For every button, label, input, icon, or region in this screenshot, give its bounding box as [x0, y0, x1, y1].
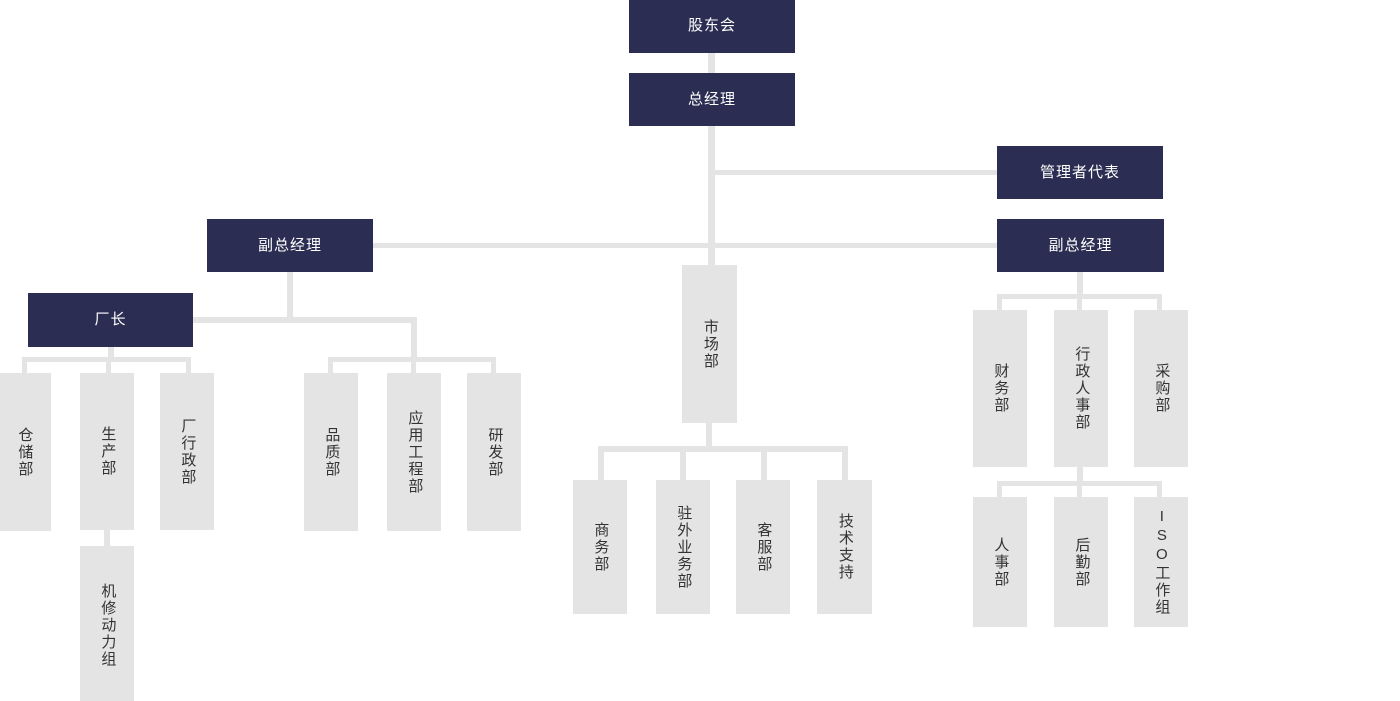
node-admin-hr-label: 行政人事部 — [1073, 346, 1091, 431]
connector-right-stub-adminhr — [1077, 294, 1082, 311]
connector-marketing-stub-service — [761, 446, 767, 480]
connector-gm-trunk — [708, 126, 715, 266]
node-marketing-label: 市场部 — [701, 318, 719, 370]
node-business-label: 商务部 — [592, 521, 610, 573]
connector-adminhr-stub-logistics — [1077, 481, 1082, 498]
node-factory-director[interactable]: 厂长 — [28, 293, 193, 347]
node-deputy-gm-right[interactable]: 副总经理 — [997, 219, 1164, 272]
node-maintenance-power[interactable]: 机修动力组 — [80, 546, 134, 701]
node-deputy-gm-right-label: 副总经理 — [1048, 236, 1113, 254]
connector-marketing-drop — [706, 423, 712, 448]
node-maintenance-power-label: 机修动力组 — [99, 582, 117, 668]
node-production[interactable]: 生产部 — [80, 373, 134, 530]
connector-marketing-stub-business — [598, 446, 604, 480]
node-quality-label: 品质部 — [323, 426, 341, 478]
connector-gm-to-management-rep — [712, 170, 998, 175]
node-iso-group-label: ISO工作组 — [1153, 508, 1171, 616]
node-general-manager[interactable]: 总经理 — [629, 73, 795, 126]
node-marketing[interactable]: 市场部 — [682, 265, 737, 423]
connector-factory-director-drop — [108, 347, 114, 361]
connector-right-stub-procurement — [1157, 294, 1162, 311]
connector-deputy-left-to-engineering — [411, 317, 417, 360]
node-overseas-business-label: 驻外业务部 — [675, 504, 693, 590]
node-shareholders-label: 股东会 — [687, 17, 736, 34]
node-general-manager-label: 总经理 — [687, 90, 736, 108]
node-business[interactable]: 商务部 — [573, 480, 627, 614]
connector-adminhr-stub-hr — [997, 481, 1002, 498]
node-customer-service[interactable]: 客服部 — [736, 480, 790, 614]
connector-production-to-maintenance — [104, 530, 110, 547]
connector-deputy-left-bar — [190, 317, 417, 323]
connector-marketing-bar — [600, 446, 847, 452]
node-technical-support-label: 技术支持 — [836, 513, 854, 581]
connector-shareholders-to-gm — [708, 53, 715, 73]
connector-factory-stub-admin — [186, 357, 191, 374]
node-warehouse-label: 仓储部 — [16, 426, 34, 478]
connector-engineering-stub-appeng — [411, 357, 416, 374]
node-deputy-gm-left-label: 副总经理 — [257, 236, 322, 254]
connector-gm-to-deputies — [290, 243, 998, 248]
connector-adminhr-drop — [1077, 466, 1083, 483]
node-shareholders[interactable]: 股东会 — [629, 0, 795, 53]
connector-factory-stub-production — [106, 357, 111, 374]
connector-right-stub-finance — [997, 294, 1002, 311]
node-rnd[interactable]: 研发部 — [467, 373, 521, 531]
connector-marketing-stub-support — [842, 446, 848, 480]
node-procurement-label: 采购部 — [1153, 363, 1171, 414]
node-quality[interactable]: 品质部 — [304, 373, 358, 531]
node-finance[interactable]: 财务部 — [973, 310, 1027, 467]
node-production-label: 生产部 — [99, 426, 117, 477]
node-deputy-gm-left[interactable]: 副总经理 — [207, 219, 373, 272]
node-application-engineering[interactable]: 应用工程部 — [387, 373, 441, 531]
node-factory-admin-label: 厂行政部 — [179, 417, 197, 486]
connector-engineering-stub-rnd — [491, 357, 496, 374]
connector-deputy-right-drop — [1077, 272, 1083, 296]
node-rnd-label: 研发部 — [486, 426, 504, 478]
node-factory-admin[interactable]: 厂行政部 — [160, 373, 214, 530]
node-iso-group[interactable]: ISO工作组 — [1134, 497, 1188, 627]
node-procurement[interactable]: 采购部 — [1134, 310, 1188, 467]
node-hr[interactable]: 人事部 — [973, 497, 1027, 627]
connector-marketing-stub-overseas — [680, 446, 686, 480]
connector-engineering-stub-quality — [328, 357, 333, 374]
node-management-representative-label: 管理者代表 — [1039, 163, 1120, 181]
node-admin-hr[interactable]: 行政人事部 — [1054, 310, 1108, 467]
node-overseas-business[interactable]: 驻外业务部 — [656, 480, 710, 614]
node-factory-director-label: 厂长 — [94, 311, 127, 328]
connector-adminhr-stub-iso — [1157, 481, 1162, 498]
node-logistics-label: 后勤部 — [1073, 536, 1091, 588]
node-hr-label: 人事部 — [992, 536, 1010, 588]
node-management-representative[interactable]: 管理者代表 — [997, 146, 1163, 199]
connector-deputy-left-drop — [287, 272, 293, 320]
node-customer-service-label: 客服部 — [755, 521, 773, 573]
node-warehouse[interactable]: 仓储部 — [0, 373, 51, 531]
node-technical-support[interactable]: 技术支持 — [817, 480, 872, 614]
node-logistics[interactable]: 后勤部 — [1054, 497, 1108, 627]
connector-factory-stub-warehouse — [22, 357, 27, 374]
node-application-engineering-label: 应用工程部 — [406, 409, 424, 495]
node-finance-label: 财务部 — [992, 363, 1010, 414]
